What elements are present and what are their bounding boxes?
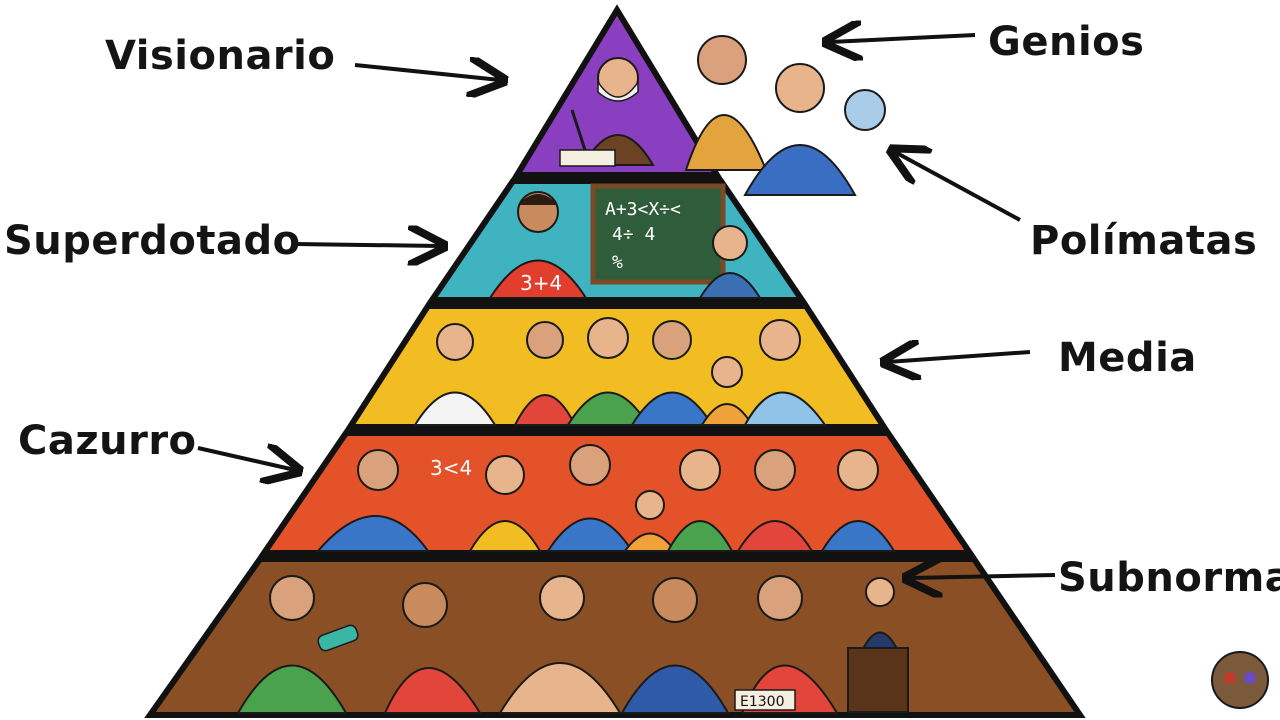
cazurro-text: 3<4 [430,456,472,480]
arrow-superdotado [294,244,440,246]
price-sign [734,689,796,711]
arrows [197,35,1056,578]
genius-figures [684,35,886,196]
label-superdotado: Superdotado [4,218,301,264]
chalkboard-line-2: 4÷ 4 [612,224,655,245]
shirt-text: 3+4 [520,271,562,295]
chalkboard-line-3: % [612,252,623,273]
label-cazurro: Cazurro [18,418,197,464]
arrow-subnormal [910,575,1056,578]
chalkboard-line-1: A+3<X÷< [605,199,681,220]
label-visionario: Visionario [105,33,336,79]
label-polimatas: Polímatas [1030,218,1258,264]
label-subnormal: Subnormal [1058,555,1280,601]
crystal-ball-icon [844,89,886,131]
superdotado-figures: 3+4 A+3<X÷< 4÷ 4 % [488,183,762,299]
price-sign-text: E1300 [740,694,784,710]
arrow-cazurro [197,448,295,470]
podium [847,647,909,713]
label-genios: Genios [988,19,1145,65]
media-figures [413,317,827,426]
subnormal-figures: E1300 [236,575,909,714]
arrow-genios [830,35,976,42]
arrow-visionario [354,65,500,80]
channel-avatar [1211,651,1269,709]
visionario-figure [559,57,655,167]
arrow-media [888,352,1031,362]
arrow-polimatas [895,152,1021,222]
label-media: Media [1058,335,1197,381]
tier-media-band [344,303,890,430]
cazurro-figures: 3<4 [315,444,896,552]
